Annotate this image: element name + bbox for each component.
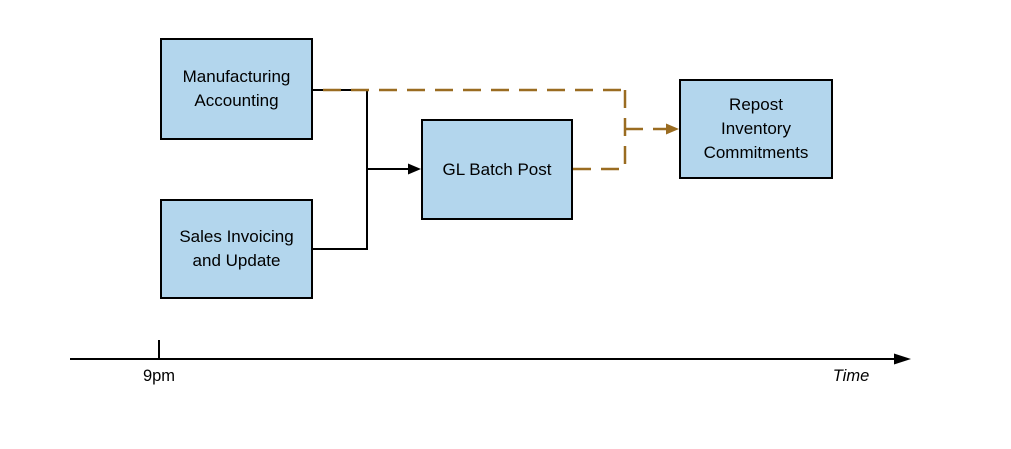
timeline-axis-label: Time xyxy=(832,367,870,385)
node-manufacturing-accounting: Manufacturing Accounting xyxy=(160,38,313,140)
node-sales-invoicing-and-update: Sales Invoicing and Update xyxy=(160,199,313,299)
node-gl-batch-post: GL Batch Post xyxy=(421,119,573,220)
node-sales-invoicing-label: Sales Invoicing and Update xyxy=(179,227,294,270)
node-repost-inventory-label: Repost Inventory Commitments xyxy=(703,95,809,162)
arrowhead-repost-inventory xyxy=(666,123,679,135)
arrowhead-gl-batch-post xyxy=(408,163,421,175)
connector-solid-merge xyxy=(313,89,368,250)
node-manufacturing-accounting-label: Manufacturing Accounting xyxy=(182,67,291,110)
node-repost-inventory-commitments: Repost Inventory Commitments xyxy=(679,79,833,179)
timeline-arrowhead xyxy=(894,353,911,365)
timeline-tick-label: 9pm xyxy=(142,367,176,385)
node-gl-batch-post-label: GL Batch Post xyxy=(442,159,552,179)
